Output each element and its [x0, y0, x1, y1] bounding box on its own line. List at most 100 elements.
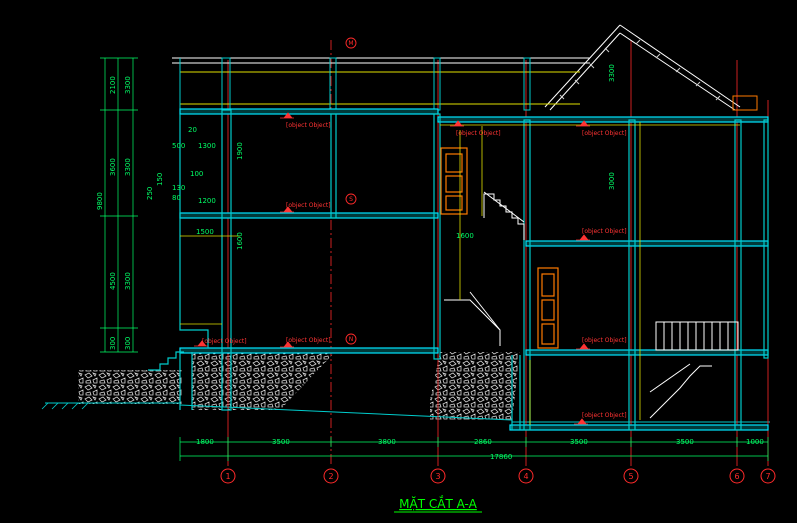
level-arrow-5	[450, 120, 464, 127]
level-markers: [object Object] [object Object] [object …	[194, 112, 627, 425]
ground-line-slope	[179, 404, 513, 421]
level-text-6: [object Object]	[582, 130, 627, 137]
marker-s-label: S	[349, 196, 353, 203]
dimension-text: 9800 2100 3600 4500 300 3300 3300 3300 3…	[96, 64, 764, 461]
stairs	[444, 191, 739, 419]
dim-mid-text-1: 2100	[109, 76, 117, 94]
level-text-8: [object Object]	[582, 337, 627, 344]
marker-n-label: N	[349, 336, 354, 343]
grid-bubble-2	[323, 468, 339, 484]
detail-dim-8: 130	[172, 184, 185, 192]
level-text-2: [object Object]	[286, 202, 331, 209]
post-1	[221, 57, 231, 111]
level-text-4: [object Object]	[202, 338, 247, 345]
marker-m-label: M	[348, 40, 353, 47]
marker-m	[345, 37, 357, 49]
roof-purlins	[559, 39, 721, 101]
dim-mid-text-4: 300	[109, 337, 117, 350]
dim-mid-text-2: 3600	[109, 158, 117, 176]
grid-label-1: 1	[225, 472, 230, 481]
column-2-upper	[330, 113, 337, 219]
level-arrow-7	[576, 234, 590, 241]
grid-label-3: 3	[435, 472, 440, 481]
grid-label-4: 4	[523, 472, 528, 481]
roof-slab-left	[179, 108, 439, 115]
dim-inner-text-4: 300	[124, 337, 132, 350]
dim-inner-text-2: 3300	[124, 158, 132, 176]
post-4	[523, 57, 531, 111]
floor-2-slab-right	[525, 240, 769, 247]
bottom-dim-5: 3500	[570, 438, 588, 446]
detail-dim-7: 250	[146, 187, 154, 200]
dim-ticks-bottom	[179, 437, 769, 461]
grid-bubble-3	[430, 468, 446, 484]
door-lower-panel-3	[541, 323, 555, 345]
dim-inner-text-1: 3300	[124, 76, 132, 94]
bottom-dim-3: 3800	[378, 438, 396, 446]
stair-lower	[649, 365, 712, 419]
dim-outer-text: 9800	[96, 192, 104, 210]
detail-dim-10: 80	[172, 194, 181, 202]
ground-hatch	[41, 402, 89, 410]
stair-mid	[444, 299, 501, 346]
grid-bubble-1	[220, 468, 236, 484]
left-exterior	[179, 114, 209, 348]
grid-bubbles	[220, 468, 776, 484]
floor-2-slab-left	[179, 212, 439, 219]
detail-dim-3: 100	[190, 170, 203, 178]
grid-bubble-6	[729, 468, 745, 484]
bottom-dim-7: 1000	[746, 438, 764, 446]
roof-ridge-right-2	[619, 32, 736, 111]
basement-slab	[509, 424, 769, 431]
small-dim-2: 3000	[608, 172, 616, 190]
parapet-posts	[179, 57, 531, 111]
grid-bubble-4	[518, 468, 534, 484]
grid-axes	[227, 40, 769, 466]
terrain	[41, 352, 770, 423]
level-text-1: [object Object]	[286, 122, 331, 129]
stair-mid-rail	[469, 291, 501, 331]
level-arrow-3	[280, 341, 294, 348]
door-upper	[440, 147, 468, 215]
grid-label-5: 5	[628, 472, 633, 481]
small-dim-5: 1600	[236, 232, 244, 250]
ground-slab-left	[179, 347, 439, 354]
level-arrow-1	[280, 112, 294, 119]
total-dim: 17860	[490, 453, 512, 461]
grid-label-6: 6	[734, 472, 739, 481]
door-lower-panel-2	[541, 299, 555, 321]
drawing-title: MẶT CẮT A-A	[399, 495, 477, 511]
detail-dim-2: 1300	[198, 142, 216, 150]
bottom-dim-1: 1800	[196, 438, 214, 446]
detail-dim-4: 1200	[198, 197, 216, 205]
level-arrow-2	[280, 206, 294, 213]
level-text-7: [object Object]	[582, 228, 627, 235]
level-arrow-4	[194, 340, 208, 347]
grid-label-2: 2	[328, 472, 333, 481]
level-text-9: [object Object]	[582, 412, 627, 419]
section-markers	[345, 37, 357, 345]
rubble-fill-right	[430, 352, 520, 420]
stair-upper-rail	[483, 191, 525, 223]
dim-mid-text-3: 4500	[109, 272, 117, 290]
structure	[148, 108, 769, 431]
detail-dim-1: 20	[188, 126, 197, 134]
bottom-dim-2: 3500	[272, 438, 290, 446]
column-3	[433, 113, 441, 360]
bottom-dim-6: 3500	[676, 438, 694, 446]
roof-end-block	[732, 95, 758, 111]
column-1	[221, 109, 232, 411]
level-arrow-6	[576, 120, 590, 127]
interior-lines	[180, 122, 740, 425]
roof	[172, 24, 758, 111]
roof-ridge-left	[544, 24, 621, 108]
left-steps	[148, 351, 184, 371]
grid-bubble-text: 1 2 3 4 5 6 7	[225, 472, 770, 481]
small-dim-3: 3300	[608, 64, 616, 82]
ground-slab-right	[525, 349, 769, 356]
marker-n	[345, 333, 357, 345]
column-5	[628, 119, 636, 431]
door-upper-panel-1	[445, 153, 463, 173]
column-7	[763, 119, 769, 359]
